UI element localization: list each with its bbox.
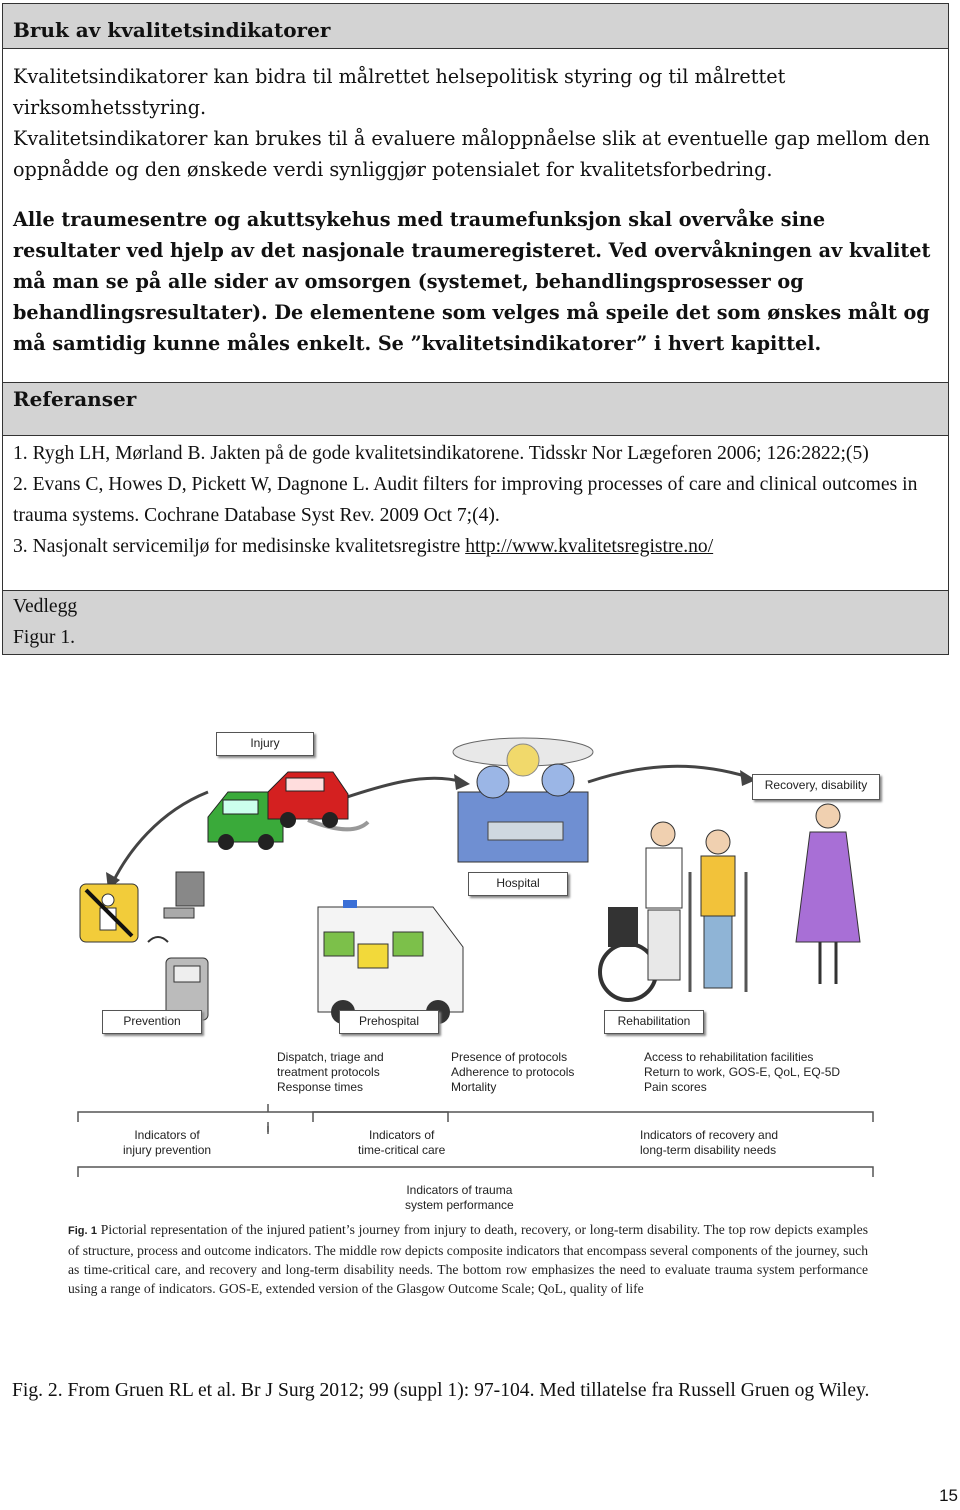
ambulance-icon: [317, 900, 464, 1024]
box-recovery: Recovery, disability: [752, 774, 880, 800]
surgeons-icon: [452, 737, 594, 863]
box-hospital: Hospital: [468, 872, 568, 896]
reference-3-text: 3. Nasjonalt servicemiljø for medisinske…: [13, 536, 466, 557]
references-list: 1. Rygh LH, Mørland B. Jakten på de gode…: [3, 436, 948, 591]
info-table: Bruk av kvalitetsindikatorer Kvalitetsin…: [2, 3, 949, 655]
measure-line: Return to work, GOS-E, QoL, EQ-5D: [644, 1065, 841, 1079]
measures-rehabilitation: Access to rehabilitation facilities Retu…: [644, 1050, 840, 1095]
box-rehabilitation: Rehabilitation: [604, 1010, 704, 1034]
trauma-journey-figure: Injury Hospital Recovery, disability Pre…: [68, 722, 888, 1342]
caption-text: Pictorial representation of the injured …: [68, 1222, 868, 1296]
measure-line: Presence of protocols: [451, 1050, 568, 1064]
measure-line: Adherence to protocols: [451, 1065, 575, 1079]
wheelchair-icon: [598, 907, 658, 1002]
measure-line: Access to rehabilitation facilities: [644, 1050, 814, 1064]
attachments-title: Vedlegg: [13, 596, 78, 617]
arrow-hospital-to-recovery: [587, 764, 749, 784]
paragraph-1: Kvalitetsindikatorer kan bidra til målre…: [13, 65, 786, 119]
arrowhead-recovery: [740, 770, 756, 786]
indicator-line: long-term disability needs: [640, 1143, 777, 1157]
breathalyzer-icon: [147, 936, 209, 1021]
indicator-brackets: [77, 1104, 874, 1177]
indicator-line: time-critical care: [358, 1143, 446, 1157]
attachments-section: Vedlegg Figur 1.: [3, 591, 948, 654]
measure-line: Dispatch, triage and: [277, 1050, 384, 1064]
indicator-line: Indicators of recovery and: [640, 1128, 779, 1142]
speed-camera-icon: [163, 871, 205, 919]
indicator-line: Indicators of: [134, 1128, 200, 1142]
paragraph-3-bold: Alle traumesentre og akuttsykehus med tr…: [13, 208, 931, 355]
section-title: Bruk av kvalitetsindikatorer: [3, 4, 948, 49]
indicator-injury-prevention: Indicators of injury prevention: [123, 1128, 211, 1158]
figure-illustration: [77, 737, 874, 1177]
indicator-line: system performance: [405, 1198, 514, 1212]
measure-line: treatment protocols: [277, 1065, 380, 1079]
indicator-line: Indicators of trauma: [406, 1183, 513, 1197]
measure-line: Mortality: [451, 1080, 497, 1094]
caption-label: Fig. 1: [68, 1225, 98, 1237]
paragraph-2: Kvalitetsindikatorer kan brukes til å ev…: [13, 127, 930, 181]
measure-line: Pain scores: [644, 1080, 707, 1094]
measures-hospital: Presence of protocols Adherence to proto…: [451, 1050, 574, 1095]
indicator-line: injury prevention: [123, 1143, 212, 1157]
arrow-motion-lines: [307, 818, 370, 832]
measure-line: Response times: [277, 1080, 364, 1094]
measures-prehospital: Dispatch, triage and treatment protocols…: [277, 1050, 384, 1095]
arrow-injury-to-prevention: [111, 790, 209, 883]
figure-1-caption: Fig. 1 Pictorial representation of the i…: [68, 1220, 868, 1298]
indicator-time-critical: Indicators of time-critical care: [358, 1128, 445, 1158]
attachment-figure-1: Figur 1.: [13, 627, 76, 648]
recovered-woman-icon: [795, 803, 861, 984]
box-injury: Injury: [216, 732, 314, 756]
reference-3: 3. Nasjonalt servicemiljø for medisinske…: [13, 531, 938, 562]
crashed-cars-icon: [207, 771, 349, 850]
indicator-recovery: Indicators of recovery and long-term dis…: [640, 1128, 778, 1158]
indicator-line: Indicators of: [368, 1128, 435, 1142]
box-prevention: Prevention: [102, 1010, 202, 1034]
figure-2-caption: Fig. 2. From Gruen RL et al. Br J Surg 2…: [12, 1380, 870, 1401]
section-body: Kvalitetsindikatorer kan bidra til målre…: [3, 49, 948, 383]
seatbelt-sign-icon: [79, 883, 139, 943]
page-number: 15: [939, 1486, 958, 1505]
reference-2: 2. Evans C, Howes D, Pickett W, Dagnone …: [13, 474, 918, 526]
reference-1: 1. Rygh LH, Mørland B. Jakten på de gode…: [13, 443, 869, 464]
indicator-system: Indicators of trauma system performance: [405, 1183, 514, 1213]
box-prehospital: Prehospital: [339, 1010, 439, 1034]
reference-3-link[interactable]: http://www.kvalitetsregistre.no/: [465, 536, 714, 557]
patients-icon: [645, 821, 748, 992]
arrowhead-hospital: [454, 774, 470, 790]
references-title: Referanser: [3, 383, 948, 436]
